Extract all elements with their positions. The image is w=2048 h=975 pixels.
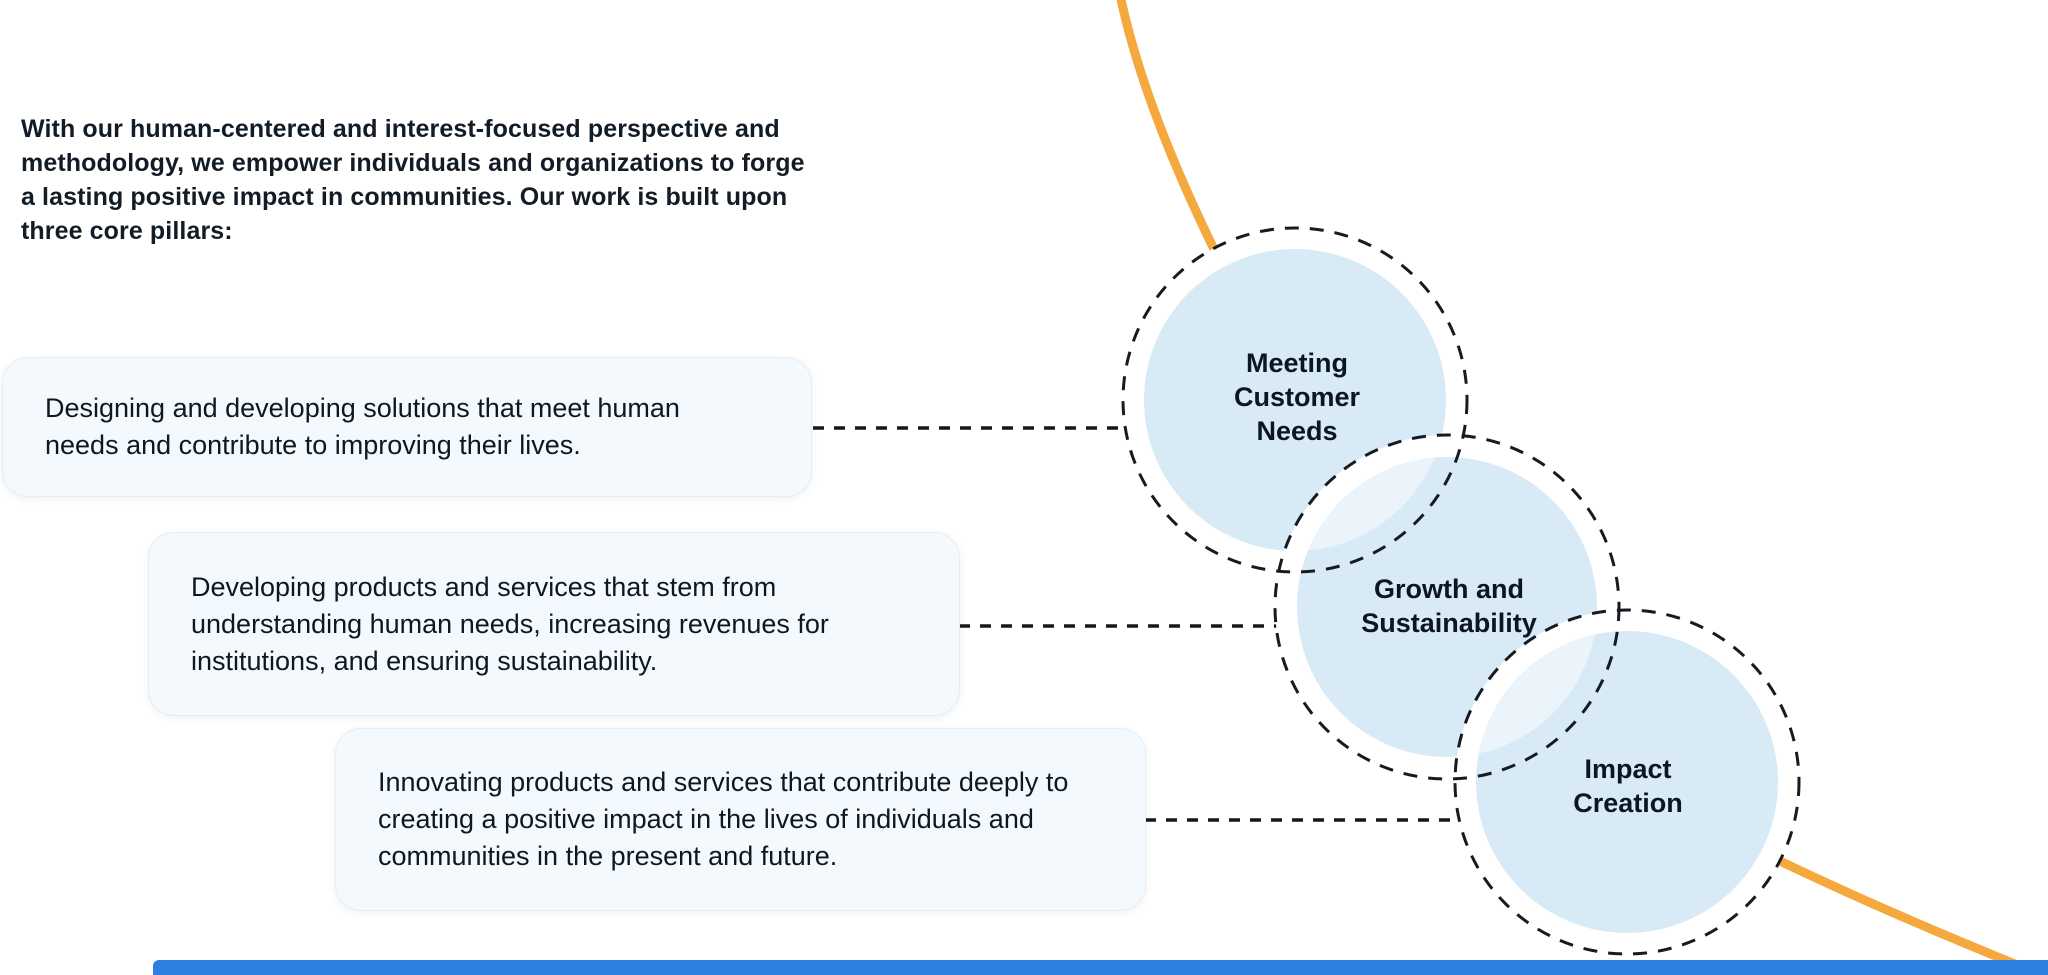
- pillar-card-meeting-customer-needs: Designing and developing solutions that …: [2, 357, 812, 497]
- circle-label-meeting-customer-needs: Meeting Customer Needs: [1233, 348, 1361, 446]
- pillar-card-growth-and-sustainability: Developing products and services that st…: [148, 532, 960, 716]
- intro-text: With our human-centered and interest-foc…: [21, 115, 805, 245]
- circle-impact-creation: [1455, 610, 1799, 954]
- circle-label-impact-creation: Impact Creation: [1573, 754, 1683, 818]
- dashed-outline-circle-3: [1453, 608, 1801, 956]
- pillar-card-impact-creation: Innovating products and services that co…: [335, 728, 1146, 911]
- dashed-outline-circle-2: [1273, 433, 1621, 781]
- pillar-card-3-text: Innovating products and services that co…: [378, 767, 1069, 871]
- dashed-outline-circle-1: [1121, 226, 1469, 574]
- pillar-card-2-text: Developing products and services that st…: [191, 571, 829, 676]
- pillar-card-1-text: Designing and developing solutions that …: [45, 393, 680, 460]
- bottom-accent-bar: [153, 960, 2048, 975]
- overlap-lens-2-3: [1476, 631, 1597, 757]
- circle-label-growth-and-sustainability: Growth and Sustainability: [1361, 574, 1537, 638]
